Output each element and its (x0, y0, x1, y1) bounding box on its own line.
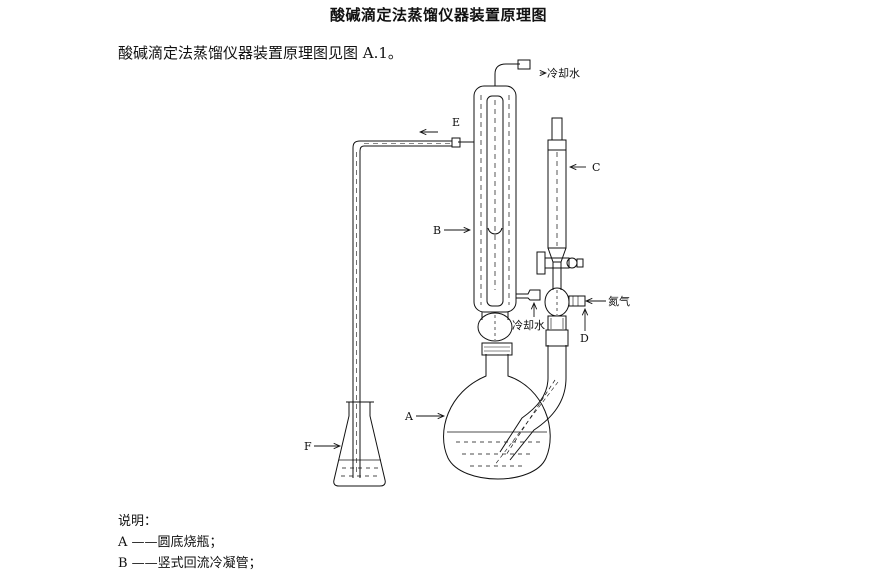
label-c: C (592, 161, 600, 174)
label-cooling-water-bottom: 冷却水 (512, 319, 545, 332)
legend-heading: 说明： (118, 514, 158, 529)
label-e: E (452, 116, 460, 129)
delivery-tube (352, 140, 452, 478)
label-nitrogen: 氮气 (608, 294, 630, 308)
intro-text: 酸碱滴定法蒸馏仪器装置原理图见图 A.1。 (118, 44, 403, 62)
label-arrows (314, 73, 606, 446)
reflux-condenser (451, 59, 541, 342)
erlenmeyer-flask (333, 401, 386, 487)
page-title: 酸碱滴定法蒸馏仪器装置原理图 (329, 6, 547, 24)
label-f: F (304, 440, 312, 453)
legend-item-a: A ——圆底烧瓶； (118, 535, 223, 550)
label-a: A (404, 410, 414, 423)
label-cooling-water-top: 冷却水 (547, 67, 580, 80)
legend-item-b: B ——竖式回流冷凝管； (118, 556, 262, 571)
label-d: D (580, 332, 589, 345)
round-bottom-flask (443, 342, 551, 480)
inlet-tube (493, 287, 586, 467)
dropping-funnel (536, 117, 584, 290)
label-b: B (433, 224, 441, 237)
